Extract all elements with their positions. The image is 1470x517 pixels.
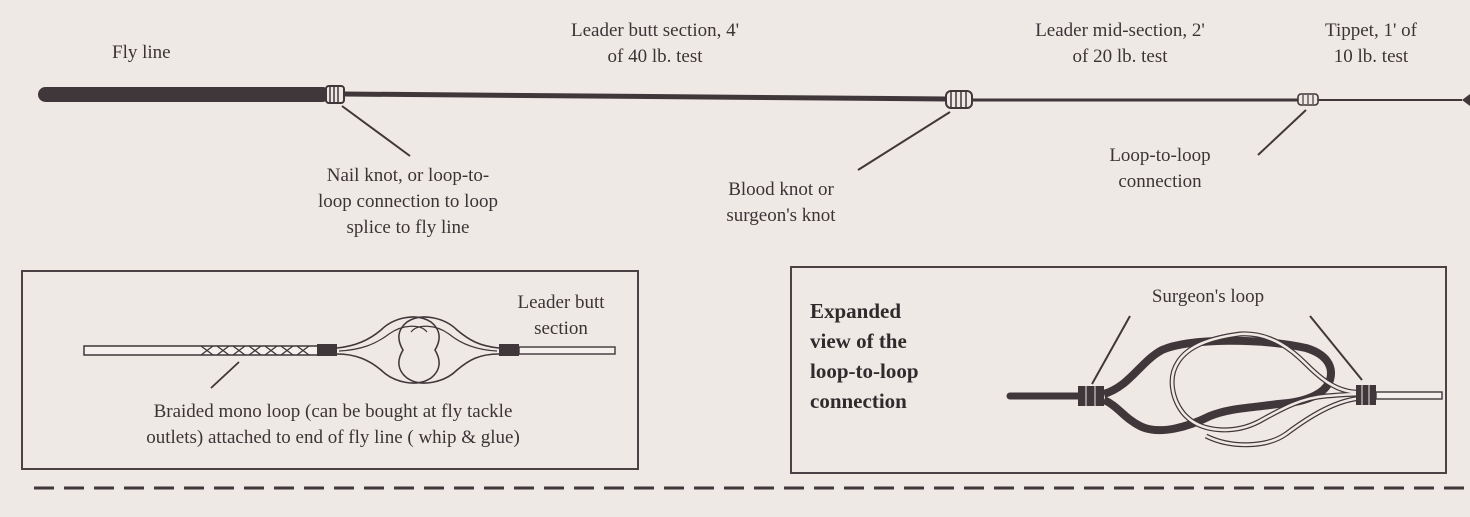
- inset-leader-butt-label: Leader butt section: [517, 292, 605, 339]
- braided-loop-drawing: [82, 315, 616, 389]
- nail-knot-label: Nail knot, or loop-to- loop connection t…: [318, 165, 498, 238]
- nail-knot-pointer: [341, 105, 411, 157]
- fly-line-label: Fly line: [112, 42, 171, 63]
- surgeons-loop-label: Surgeon's loop: [1151, 286, 1265, 307]
- tippet-label: Tippet, 1' of 10 lb. test: [1325, 20, 1417, 67]
- loop-to-loop-inset: Expanded view of the loop-to-loop connec…: [790, 266, 1447, 474]
- leader-butt-label: Leader butt section, 4' of 40 lb. test: [570, 20, 740, 67]
- blood-knot-pointer: [857, 111, 951, 171]
- blood-knot-label: Blood knot or surgeon's knot: [726, 179, 836, 226]
- loop-to-loop-label: Loop-to-loop connection: [1109, 145, 1211, 192]
- fly-line: [38, 87, 330, 102]
- expanded-view-title: Expanded view of the loop-to-loop connec…: [810, 299, 919, 413]
- leader-butt-line: [343, 91, 949, 102]
- nail-knot: [325, 85, 345, 104]
- loop-knot: [1297, 93, 1319, 106]
- surgeons-loop-drawing: [1006, 314, 1443, 447]
- leader-mid-label: Leader mid-section, 2' of 20 lb. test: [1035, 20, 1205, 67]
- loop-knot-pointer: [1257, 109, 1307, 156]
- blood-knot: [945, 90, 973, 109]
- tippet-line: [1318, 94, 1470, 106]
- braided-loop-inset: Leader butt section Braided mono loop (c…: [21, 270, 639, 470]
- braided-loop-label: Braided mono loop (can be bought at fly …: [146, 401, 520, 448]
